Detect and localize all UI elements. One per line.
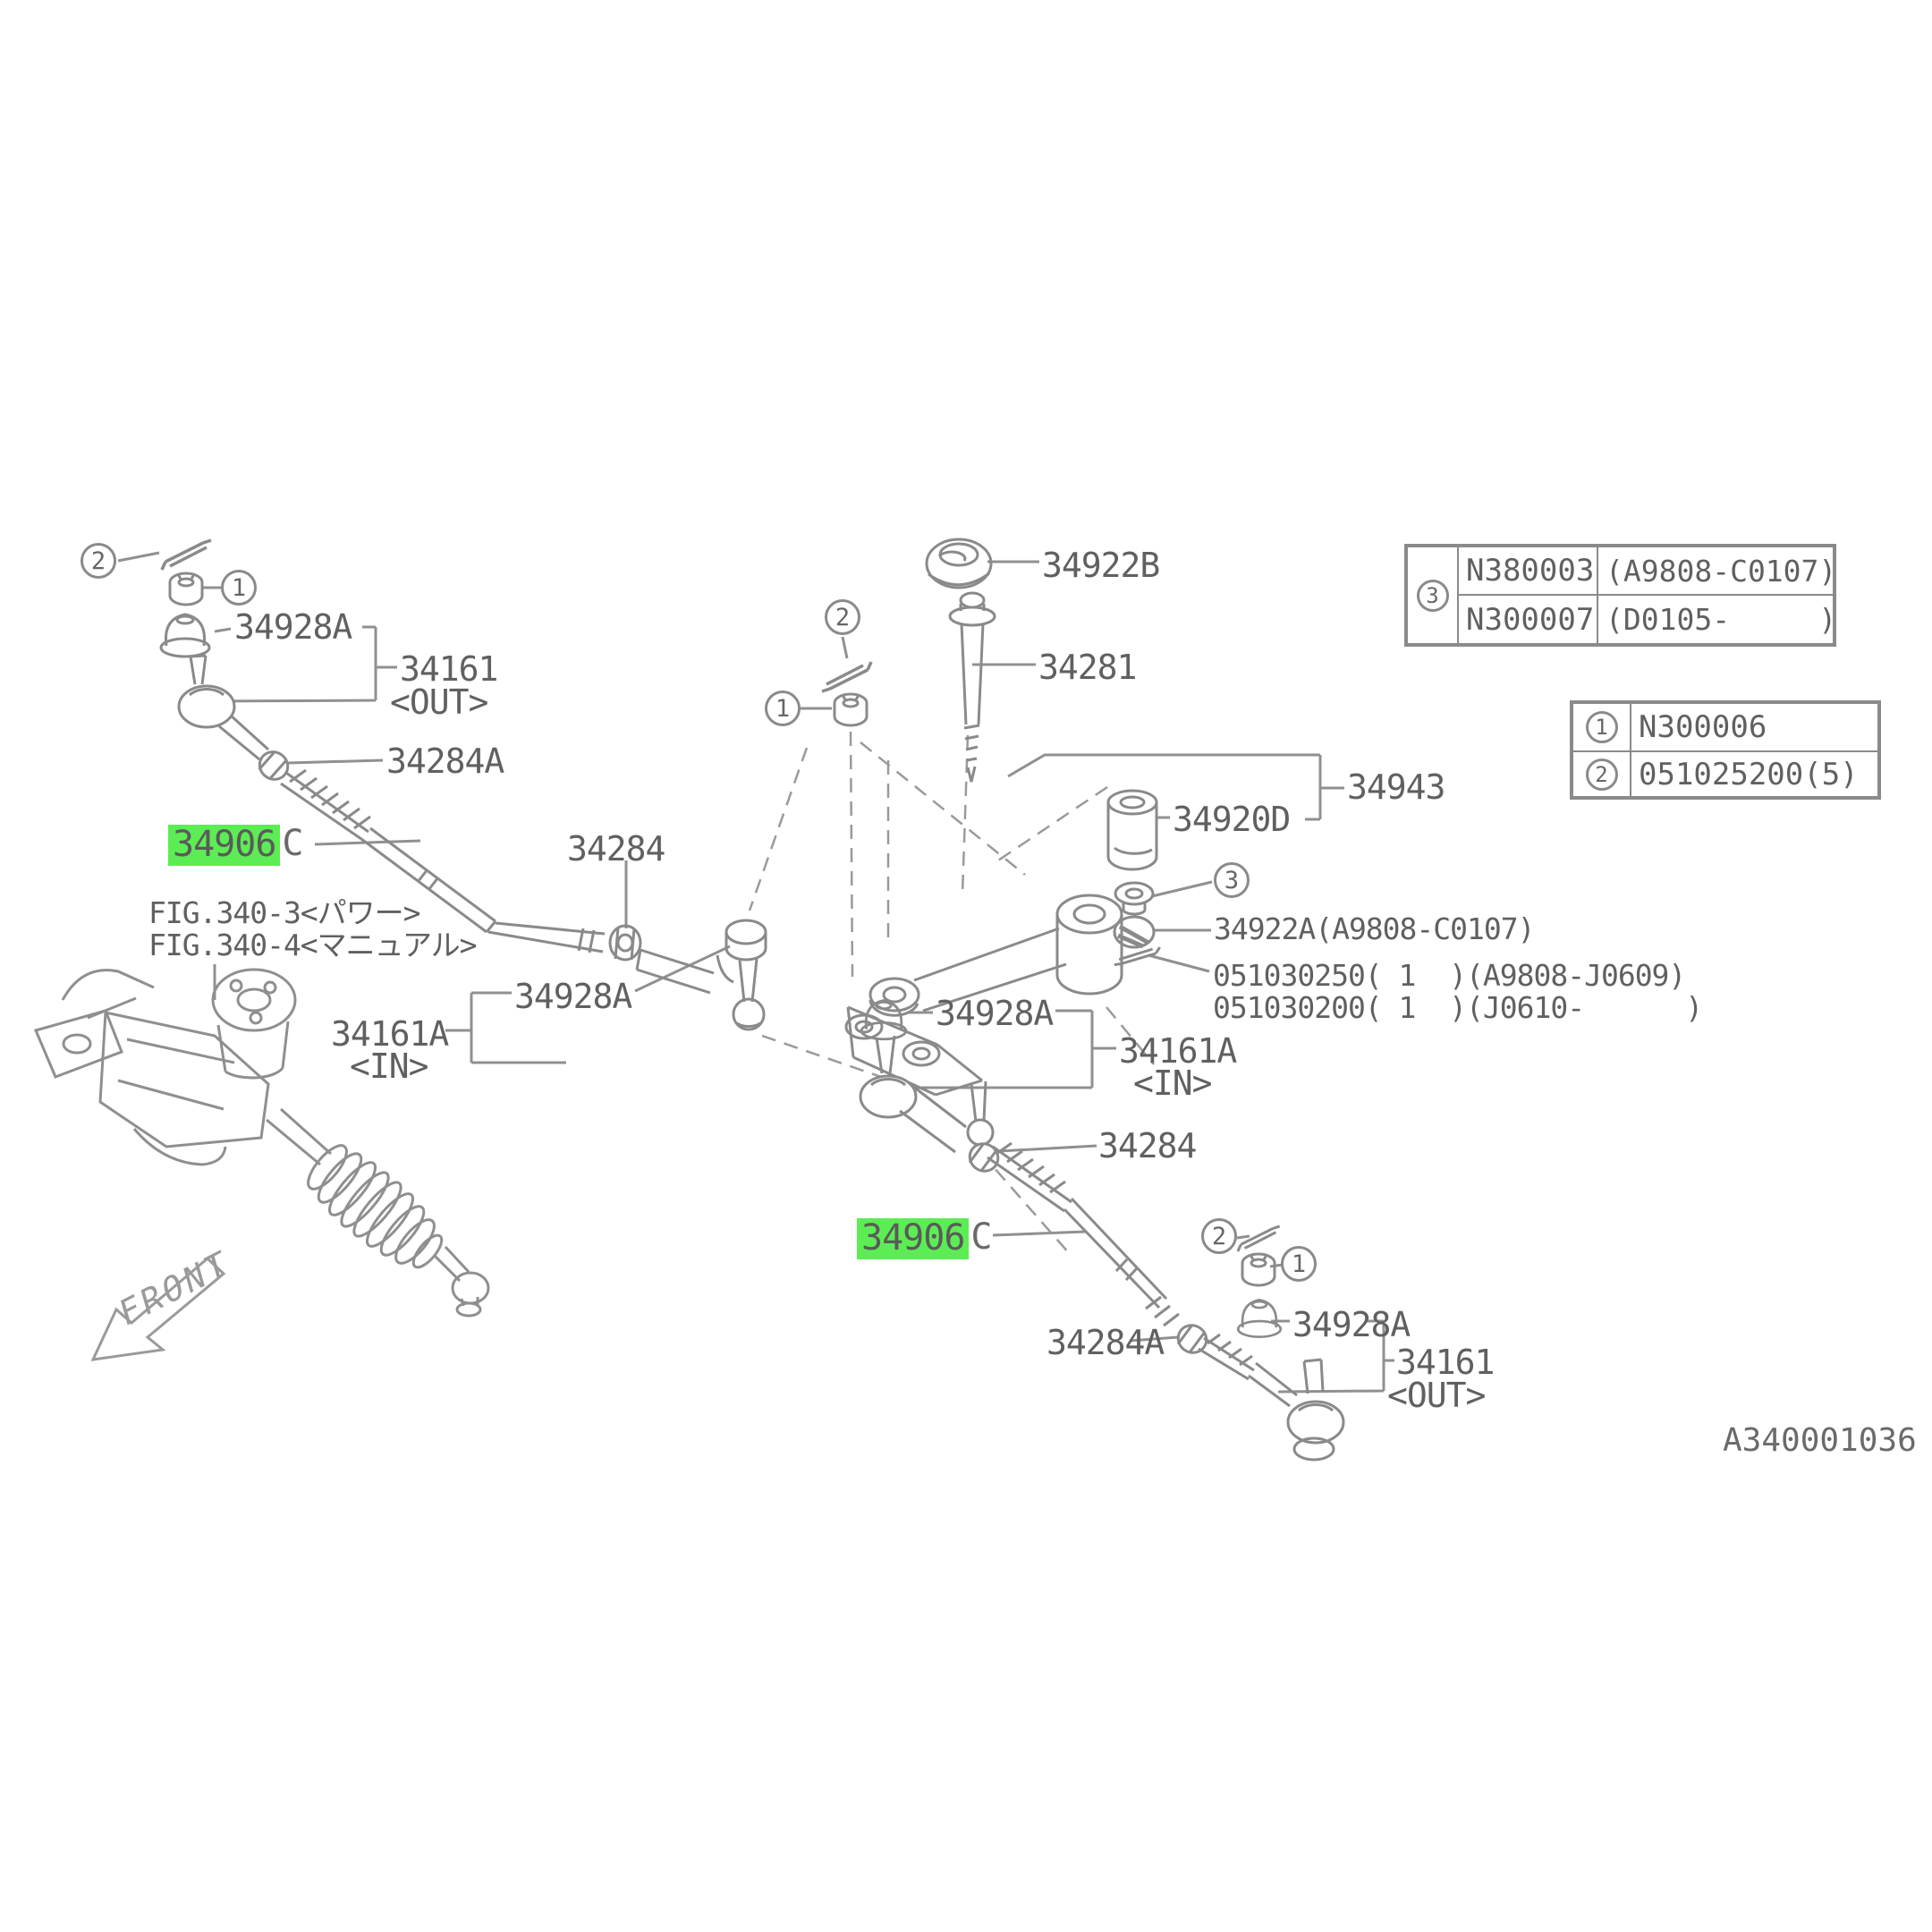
outer-tie-rod-left-drawing <box>159 538 767 1031</box>
callout-tierod-in1-sub: <IN> <box>350 1046 429 1086</box>
callout-boot-out2: 34928A <box>1292 1305 1411 1344</box>
highlight-rod2[interactable]: 34906 <box>857 1218 970 1259</box>
callout-boot-in1: 34928A <box>514 977 632 1016</box>
callout-locknut-out1: 34284A <box>386 741 504 781</box>
legend-marker-cell: 2 <box>1572 751 1631 797</box>
callout-boot-out1: 34928A <box>234 607 352 647</box>
marker-1-outer-right: 1 <box>1281 1246 1317 1282</box>
callout-idler-assy: 34943 <box>1347 767 1445 807</box>
marker-2-outer-right: 2 <box>1201 1218 1237 1254</box>
callout-rod2-highlighted[interactable]: 34906 C <box>857 1216 993 1259</box>
legend-table: 1 N300006 2 051025200(5) <box>1570 700 1881 800</box>
legend-part-cell: 051025200(5) <box>1631 751 1878 797</box>
callout-idler-pin-b: 051030200( 1 )(J0610- ) <box>1213 990 1703 1025</box>
diagram-id-code: A340001036 <box>1723 1422 1917 1459</box>
marker-2-table: 2 <box>1585 758 1618 791</box>
callout-tierod-out2-sub: <OUT> <box>1387 1376 1486 1415</box>
nut-variant-table: 3 N380003 (A9808-C0107) N300007 (D0105- … <box>1404 544 1836 647</box>
marker-1-idler: 1 <box>765 691 801 726</box>
table-part-cell: N300007 <box>1458 595 1597 644</box>
rod2-suffix: C <box>970 1216 992 1258</box>
marker-1-outer-left: 1 <box>221 570 257 606</box>
callout-tierod-out1-sub: <OUT> <box>390 682 488 722</box>
steering-rack-drawing <box>33 968 490 1318</box>
callout-idler-pin-a: 051030250( 1 )(A9808-J0609) <box>1213 958 1686 993</box>
callout-idler-bolt: 34281 <box>1038 648 1137 687</box>
legend-part-cell: N300006 <box>1631 703 1878 751</box>
callout-rod1-highlighted[interactable]: 34906 C <box>168 823 304 866</box>
callout-idler-bushing: 34920D <box>1173 800 1291 839</box>
highlight-rod1[interactable]: 34906 <box>168 825 281 866</box>
callout-tierod-out2: 34161 <box>1396 1343 1495 1382</box>
table-part-cell: N380003 <box>1458 547 1597 595</box>
callout-tierod-in2-sub: <IN> <box>1133 1063 1213 1103</box>
rod1-suffix: C <box>282 823 303 864</box>
callout-nut-in2: 34284 <box>1098 1126 1197 1165</box>
callout-nut-in1: 34284 <box>567 829 665 869</box>
callout-idler-washer: 34922A(A9808-C0107) <box>1214 911 1535 946</box>
front-arrow-icon <box>90 1256 226 1361</box>
leader-lines <box>117 551 1394 1394</box>
marker-1-table: 1 <box>1585 711 1618 743</box>
callout-fig-power: FIG.340-3<パワー> <box>148 895 421 930</box>
table-range-cell: (A9808-C0107) <box>1597 547 1836 595</box>
callout-tierod-out1: 34161 <box>400 649 498 689</box>
outer-tie-rod-right-drawing <box>859 999 1345 1462</box>
idler-arm-drawing <box>820 538 1162 1147</box>
callout-tierod-in1: 34161A <box>331 1014 449 1054</box>
marker-2-outer-left: 2 <box>80 543 116 579</box>
callout-idler-cap: 34922B <box>1042 546 1160 585</box>
legend-marker-cell: 1 <box>1572 703 1631 751</box>
table-range-cell: (D0105- ) <box>1597 595 1836 644</box>
callout-locknut-out2: 34284A <box>1046 1323 1165 1362</box>
marker-3-washer: 3 <box>1214 862 1250 898</box>
marker-3-table: 3 <box>1416 579 1449 612</box>
callout-tierod-in2: 34161A <box>1119 1031 1237 1071</box>
table-marker-cell: 3 <box>1407 547 1458 644</box>
callout-boot-in2: 34928A <box>936 994 1054 1033</box>
callout-fig-manual: FIG.340-4<マニュアル> <box>148 928 478 962</box>
dashed-construction-lines <box>748 731 1155 1255</box>
marker-2-idler: 2 <box>825 599 860 635</box>
